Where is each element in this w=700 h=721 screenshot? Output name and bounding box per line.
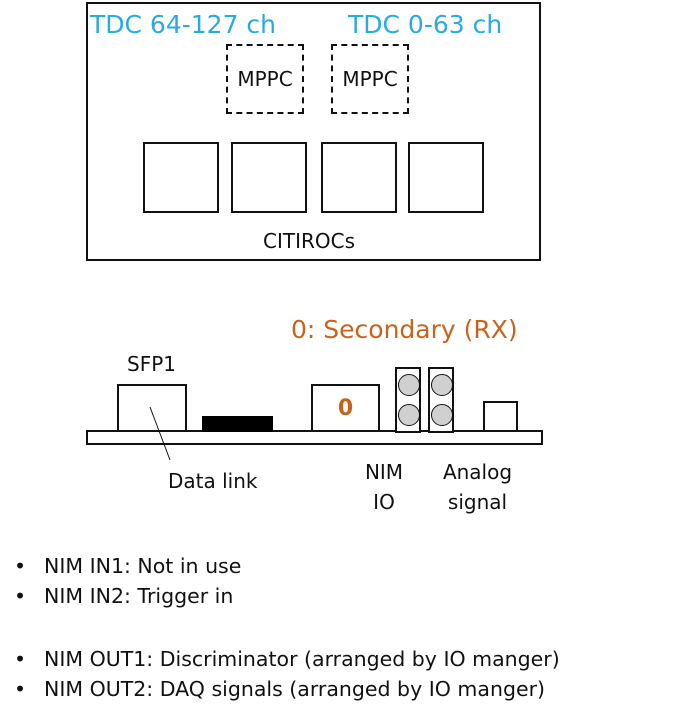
top-board-outline xyxy=(86,2,541,261)
tdc-64-127-label: TDC 64-127 ch xyxy=(90,10,277,39)
tdc-0-63-label: TDC 0-63 ch xyxy=(348,10,503,39)
bullet-dot: • xyxy=(14,584,27,608)
citiroc-chip-4 xyxy=(408,142,484,213)
nim-io-label-line1: NIM xyxy=(364,460,404,484)
bullet-dot: • xyxy=(14,554,27,578)
sfp1-label: SFP1 xyxy=(127,352,176,376)
nim-io-connector-left xyxy=(395,367,421,433)
black-connector xyxy=(202,416,273,432)
citiroc-chip-3 xyxy=(321,142,397,213)
bullet-text: NIM IN2: Trigger in xyxy=(44,584,234,608)
nim-io-connector-right xyxy=(428,367,454,433)
mppc-right: MPPC xyxy=(331,44,409,114)
rotary-switch: 0 xyxy=(311,384,380,432)
rotary-switch-value: 0 xyxy=(337,395,354,421)
mppc-right-label: MPPC xyxy=(342,67,398,91)
data-link-leader-line xyxy=(149,406,171,461)
analog-label-line2: signal xyxy=(447,490,508,514)
nim-out-hole xyxy=(398,404,420,426)
bullet-text: NIM OUT1: Discriminator (arranged by IO … xyxy=(44,647,560,671)
nim-in-hole xyxy=(431,374,453,396)
bullet-dot: • xyxy=(14,677,27,701)
nim-in-hole xyxy=(398,374,420,396)
nim-io-label: NIM IO xyxy=(354,457,414,517)
analog-label-line1: Analog xyxy=(442,460,513,484)
analog-signal-label: Analog signal xyxy=(430,457,525,517)
citiroc-chip-2 xyxy=(231,142,307,213)
nim-io-label-line2: IO xyxy=(373,490,395,514)
secondary-rx-label: 0: Secondary (RX) xyxy=(291,315,518,344)
list-item: • NIM IN1: Not in use xyxy=(14,554,241,578)
data-link-label: Data link xyxy=(168,469,258,493)
nim-out-hole xyxy=(431,404,453,426)
mppc-left: MPPC xyxy=(226,44,304,114)
analog-signal-connector xyxy=(483,401,518,432)
bullet-text: NIM IN1: Not in use xyxy=(44,554,242,578)
list-item: • NIM OUT1: Discriminator (arranged by I… xyxy=(14,647,560,671)
mppc-left-label: MPPC xyxy=(237,67,293,91)
citiroc-chip-1 xyxy=(143,142,219,213)
sfp1-port xyxy=(117,384,187,432)
bullet-dot: • xyxy=(14,647,27,671)
citirocs-label: CITIROCs xyxy=(263,229,356,253)
list-item: • NIM OUT2: DAQ signals (arranged by IO … xyxy=(14,677,545,701)
list-item: • NIM IN2: Trigger in xyxy=(14,584,233,608)
bullet-text: NIM OUT2: DAQ signals (arranged by IO ma… xyxy=(44,677,545,701)
